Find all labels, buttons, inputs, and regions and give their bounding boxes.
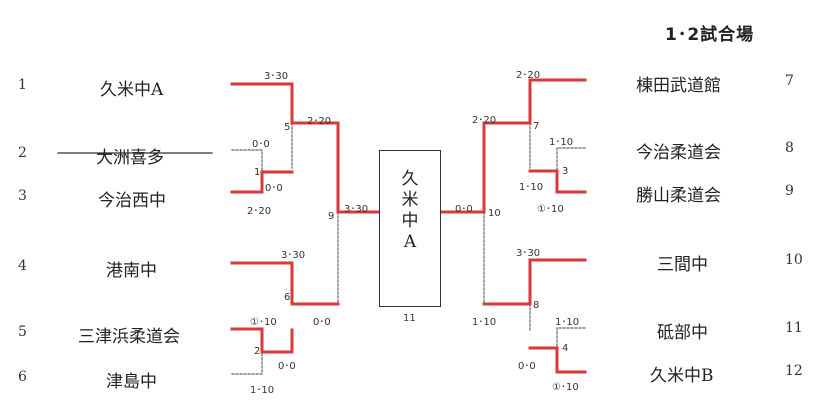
loser-line [231, 149, 263, 173]
seed-number: 2 [18, 145, 27, 161]
match-number: 9 [328, 211, 335, 222]
winner-line [230, 82, 380, 214]
score-label: 3･30 [344, 204, 369, 215]
team-name: 久米中B [650, 366, 714, 386]
seed-number: 8 [785, 140, 794, 156]
loser-line [231, 351, 263, 375]
score-label: 3･30 [516, 248, 541, 259]
match-number: 4 [562, 343, 569, 354]
team-name: 津島中 [106, 372, 157, 392]
score-label: 2･20 [516, 70, 541, 81]
score-label: ①･10 [552, 382, 579, 393]
score-label: 2･20 [307, 116, 332, 127]
winner-line [438, 78, 587, 214]
champion-box: 久 米 中 A [379, 150, 441, 307]
team-name: 港南中 [106, 261, 157, 281]
seed-number: 4 [18, 258, 27, 274]
score-label: 3･30 [264, 71, 289, 82]
score-label: 1･10 [250, 385, 275, 396]
match-number: 3 [562, 166, 569, 177]
score-label: ①･10 [537, 204, 564, 215]
team-name: 今治柔道会 [636, 143, 721, 163]
champion-char: 米 [401, 190, 419, 210]
score-label: 0･0 [265, 183, 283, 194]
champion-char: A [403, 232, 417, 252]
score-label: ①･10 [250, 317, 277, 328]
seed-number: 6 [18, 369, 27, 385]
score-label: 0･0 [518, 361, 536, 372]
score-label: 0･0 [313, 317, 331, 328]
team-name: 勝山柔道会 [636, 186, 721, 206]
seed-number: 3 [18, 188, 27, 204]
winner-line [230, 327, 294, 354]
loser-line [556, 147, 586, 172]
match-number: 6 [284, 292, 291, 303]
match-number: 5 [284, 122, 291, 133]
match-number: 8 [533, 300, 540, 311]
score-label: 3･30 [281, 250, 306, 261]
score-label: 1･10 [549, 137, 574, 148]
seed-number: 7 [785, 73, 794, 89]
team-name: 三津浜柔道会 [78, 327, 180, 347]
champion-name: 久 米 中 A [380, 169, 440, 253]
team-name: 砥部中 [657, 323, 708, 343]
score-label: 1･10 [519, 182, 544, 193]
team-name: 棟田武道館 [636, 76, 721, 96]
score-label: 0･0 [252, 139, 270, 150]
seed-number: 5 [18, 324, 27, 340]
score-label: 2･20 [247, 206, 272, 217]
match-number: 1 [254, 167, 261, 178]
seed-number: 10 [785, 252, 803, 268]
seed-number: 1 [18, 77, 27, 93]
seed-number: 9 [785, 183, 794, 199]
winner-line [230, 261, 340, 306]
team-name: 三間中 [657, 255, 708, 275]
champion-char: 久 [401, 169, 419, 189]
venue-title: 1･2試合場 [665, 25, 755, 45]
score-label: 2･20 [472, 115, 497, 126]
score-label: 0･0 [455, 204, 473, 215]
team-name: 久米中A [100, 80, 164, 100]
champion-char: 中 [401, 211, 419, 231]
score-label: 0･0 [278, 361, 296, 372]
winner-line [528, 169, 587, 194]
match-number: 2 [254, 346, 261, 357]
winner-line [482, 258, 587, 306]
seed-number: 11 [785, 320, 803, 336]
winner-line [528, 346, 587, 374]
loser-line [556, 327, 586, 349]
team-name: 今治西中 [98, 191, 166, 211]
match-number: 10 [488, 208, 501, 219]
winner-line [230, 170, 294, 194]
seed-number: 12 [785, 363, 803, 379]
match-number: 7 [533, 121, 540, 132]
match-number-final: 11 [403, 313, 416, 324]
score-label: 1･10 [472, 317, 497, 328]
score-label: 1･10 [555, 317, 580, 328]
